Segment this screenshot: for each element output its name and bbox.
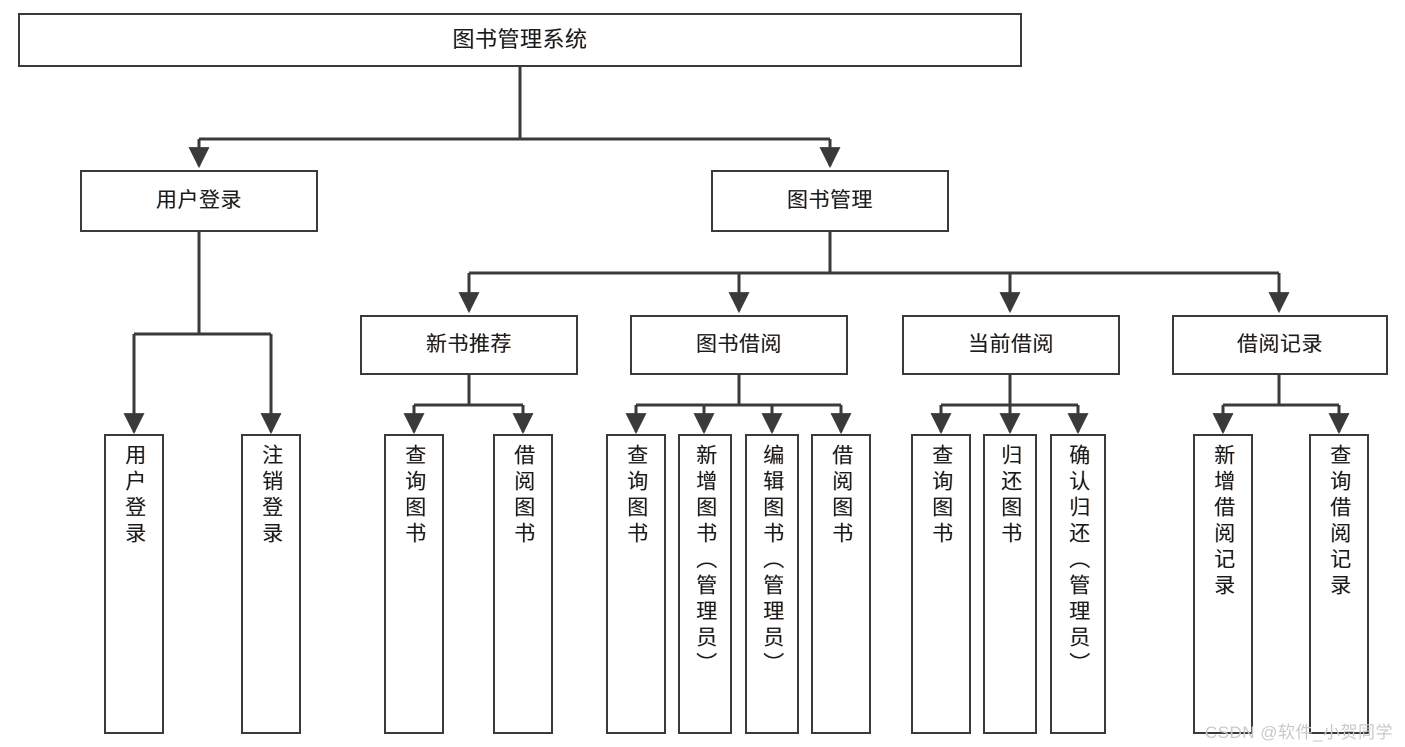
csdn-watermark: CSDN @软件_小贺同学: [1204, 723, 1393, 742]
node-label: 图书借阅: [696, 333, 782, 357]
leaf-current-borrow-return-book[interactable]: 归还图书: [983, 434, 1037, 734]
leaf-book-borrow-query-book[interactable]: 查询图书: [606, 434, 666, 734]
node-label: 用户登录: [122, 444, 146, 548]
node-label: 查询图书: [624, 444, 648, 548]
leaf-borrow-record-query-record[interactable]: 查询借阅记录: [1309, 434, 1369, 734]
node-label: 注销登录: [259, 444, 283, 548]
node-label: 查询借阅记录: [1327, 444, 1351, 600]
node-label: 借阅图书: [829, 444, 853, 548]
node-current-borrow[interactable]: 当前借阅: [902, 315, 1120, 375]
node-label: 图书管理系统: [452, 26, 588, 52]
node-label: 查询图书: [402, 444, 426, 548]
node-label: 新增借阅记录: [1211, 444, 1235, 600]
leaf-new-book-borrow-book[interactable]: 借阅图书: [493, 434, 553, 734]
node-borrow-record[interactable]: 借阅记录: [1172, 315, 1388, 375]
node-label: 编辑图书（管理员）: [760, 444, 784, 678]
node-label: 查询图书: [929, 444, 953, 548]
node-label: 借阅记录: [1237, 333, 1323, 357]
node-new-book-recommend[interactable]: 新书推荐: [360, 315, 578, 375]
node-user-login[interactable]: 用户登录: [80, 170, 318, 232]
node-book-management[interactable]: 图书管理: [711, 170, 949, 232]
node-label: 新增图书（管理员）: [693, 444, 717, 678]
node-label: 用户登录: [156, 189, 242, 213]
leaf-current-borrow-confirm-return-admin[interactable]: 确认归还（管理员）: [1050, 434, 1106, 734]
leaf-current-borrow-query-book[interactable]: 查询图书: [911, 434, 971, 734]
leaf-book-borrow-add-book-admin[interactable]: 新增图书（管理员）: [678, 434, 732, 734]
node-label: 归还图书: [998, 444, 1022, 548]
leaf-user-login-logout[interactable]: 注销登录: [241, 434, 301, 734]
node-label: 新书推荐: [426, 333, 512, 357]
node-label: 确认归还（管理员）: [1066, 444, 1090, 678]
leaf-book-borrow-edit-book-admin[interactable]: 编辑图书（管理员）: [745, 434, 799, 734]
node-book-borrow[interactable]: 图书借阅: [630, 315, 848, 375]
leaf-new-book-query-book[interactable]: 查询图书: [384, 434, 444, 734]
node-label: 借阅图书: [511, 444, 535, 548]
leaf-user-login-login[interactable]: 用户登录: [104, 434, 164, 734]
leaf-borrow-record-add-record[interactable]: 新增借阅记录: [1193, 434, 1253, 734]
node-label: 图书管理: [787, 189, 873, 213]
node-label: 当前借阅: [968, 333, 1054, 357]
leaf-book-borrow-borrow-book[interactable]: 借阅图书: [811, 434, 871, 734]
node-root-book-management-system[interactable]: 图书管理系统: [18, 13, 1022, 67]
